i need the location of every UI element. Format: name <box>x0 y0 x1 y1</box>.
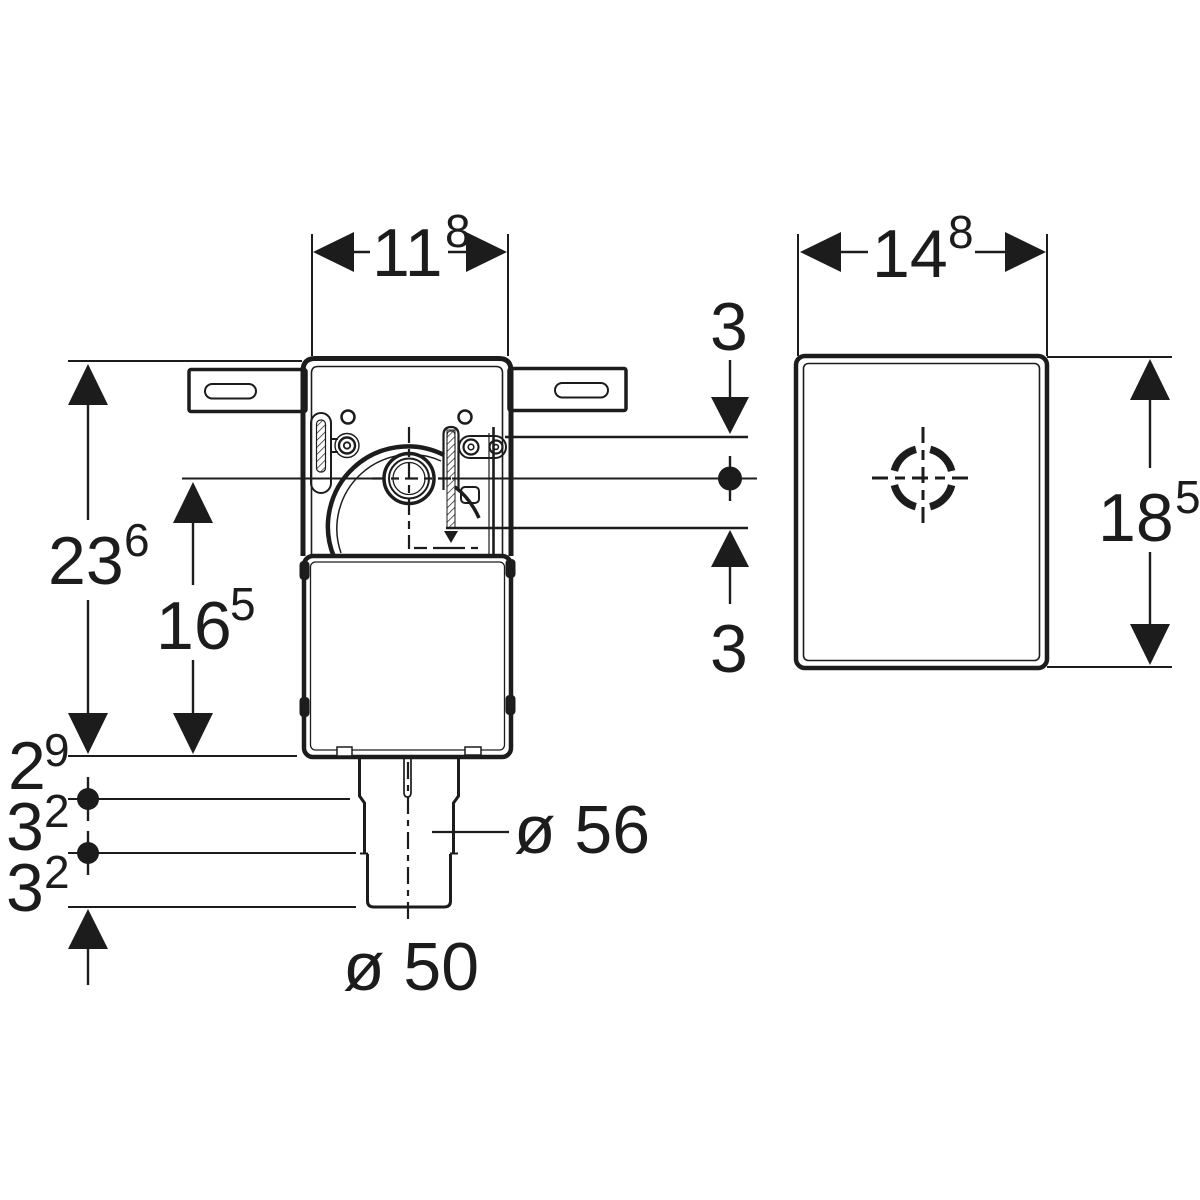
frame-front-view <box>182 356 757 922</box>
outlet-step2-sup: 2 <box>44 785 70 837</box>
cistern-tank <box>299 553 516 760</box>
protection-box <box>300 356 514 556</box>
tank-tab <box>505 559 516 578</box>
outlet-step3-sup: 2 <box>44 846 70 898</box>
axis-lines <box>182 435 757 530</box>
dim-height-axis: 16 5 <box>156 482 256 754</box>
plate-inner-line <box>802 362 1041 662</box>
height-total-sup: 6 <box>124 514 150 566</box>
dim-axis-offset-top: 3 <box>710 289 749 434</box>
inspection-rings <box>382 427 436 549</box>
plate-width-sup: 8 <box>948 206 974 258</box>
height-total-value: 23 <box>48 523 124 599</box>
latch-hook <box>460 486 480 504</box>
bracket-slot-left <box>204 383 257 400</box>
plate-crosshair <box>872 427 974 530</box>
tank-tab <box>505 695 516 715</box>
screw-hole-left <box>340 409 356 425</box>
dim-axis-offset-bottom: 3 <box>710 530 749 687</box>
label-outlet-inner-dia: ø 50 <box>343 929 479 1005</box>
height-axis-sup: 5 <box>230 578 256 630</box>
mounting-bracket-right <box>507 366 628 413</box>
tank-bottom-notch <box>464 746 482 756</box>
dim-height-total: 23 6 <box>48 360 302 754</box>
mounting-bracket-left <box>187 367 308 414</box>
rod-arrow-tip <box>444 531 458 543</box>
screw-hole-right <box>457 409 473 425</box>
outlet-pipe <box>358 758 460 922</box>
flush-rod-assembly <box>442 425 507 543</box>
frame-width-value: 11 <box>372 215 443 291</box>
outlet-step3-value: 3 <box>6 850 44 926</box>
outlet-outer-dia-value: ø 56 <box>514 792 650 868</box>
outlet-step1-sup: 9 <box>44 724 70 776</box>
outlet-step1-value: 2 <box>8 728 46 804</box>
axis-above-value: 3 <box>710 289 748 365</box>
outlet-inner-dia-value: ø 50 <box>343 929 479 1005</box>
linkage-bar <box>458 435 507 459</box>
height-axis-value: 16 <box>156 588 232 664</box>
frame-width-sup: 8 <box>445 205 471 257</box>
plate-height-value: 18 <box>1098 480 1174 556</box>
actuator-plate-view <box>793 353 1050 671</box>
plate-width-value: 14 <box>872 216 948 292</box>
axis-below-value: 3 <box>710 611 748 687</box>
tank-tab <box>299 697 310 717</box>
fill-valve-rod <box>310 412 360 494</box>
bracket-slot-right <box>554 382 609 399</box>
dim-axis-center-mark <box>718 456 742 501</box>
dim-frame-width: 11 8 <box>311 205 509 356</box>
tank-tab <box>299 561 310 580</box>
label-outlet-outer-dia: ø 56 <box>432 792 650 868</box>
dim-outlet-chain: 2 9 3 2 3 2 <box>6 724 356 985</box>
tank-bottom-notch <box>336 746 353 757</box>
plate-height-sup: 5 <box>1175 471 1200 523</box>
dim-plate-height: 18 5 <box>1047 356 1200 668</box>
outlet-step2-value: 3 <box>6 789 44 865</box>
dim-plate-width: 14 8 <box>797 206 1048 356</box>
